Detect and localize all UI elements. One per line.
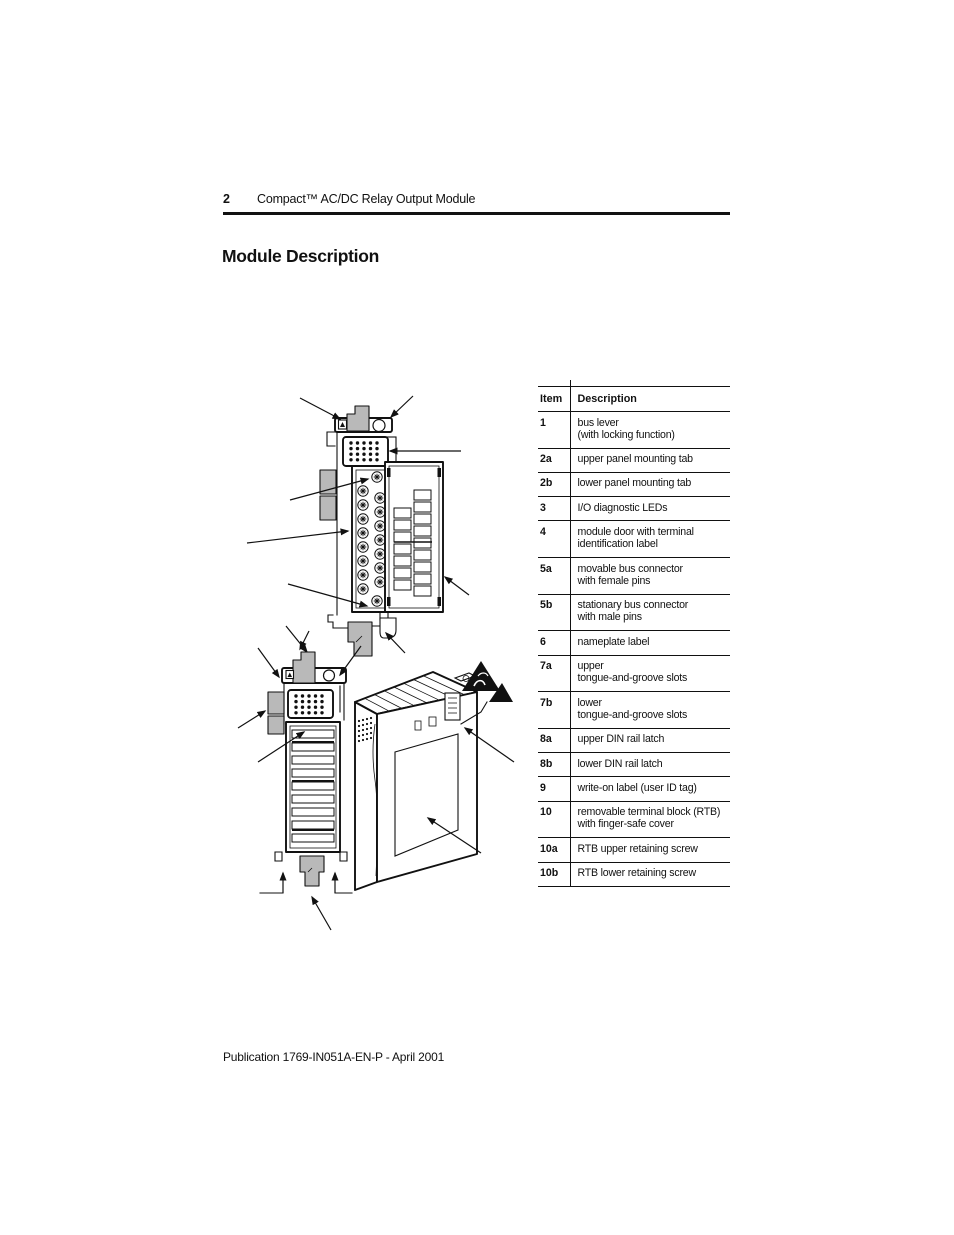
upper-panel-mounting-tab — [326, 431, 336, 447]
item-cell: 10a — [540, 842, 558, 855]
side-3d-view-diagram — [354, 661, 515, 891]
item-cell: 8b — [540, 757, 553, 770]
movable-bus-connector — [319, 469, 337, 495]
description-cell: upper tongue-and-groove slots — [569, 655, 730, 692]
lower-din-rail-latch — [347, 621, 373, 657]
movable-bus-connector — [267, 691, 285, 715]
write-on-label — [394, 733, 459, 857]
item-cell: 2b — [540, 477, 553, 490]
description-cell: lower panel mounting tab — [569, 472, 730, 497]
section-title: Module Description — [222, 246, 379, 266]
description-cell: write-on label (user ID tag) — [569, 776, 730, 802]
description-cell: bus lever (with locking function) — [569, 411, 730, 449]
item-cell: 6 — [540, 635, 546, 648]
mounting-hole — [322, 669, 336, 682]
mounting-hole — [372, 418, 386, 433]
table-row: 10 removable terminal block (RTB) with fi… — [538, 801, 730, 838]
stationary-bus-connector — [444, 692, 461, 721]
callout-arrow — [426, 817, 482, 854]
document-title: Compact™ AC/DC Relay Output Module — [257, 192, 476, 206]
description-cell: lower tongue-and-groove slots — [569, 691, 730, 729]
description-cell: stationary bus connector with male pins — [569, 594, 730, 631]
callout-arrow — [299, 630, 310, 651]
description-cell: module door with terminal identification… — [569, 520, 730, 558]
description-cell: lower DIN rail latch — [569, 752, 730, 777]
item-cell: 8a — [540, 733, 552, 746]
item-cell: 10b — [540, 867, 559, 880]
table-row: 8b lower DIN rail latch — [538, 752, 730, 777]
module-description-figure — [237, 395, 515, 931]
item-column-header: Item — [540, 393, 563, 405]
callout-arrow — [246, 528, 350, 544]
table-row: 7a upper tongue-and-groove slots — [538, 655, 730, 692]
table-row: 2a upper panel mounting tab — [538, 448, 730, 473]
callout-arrow — [311, 895, 332, 931]
callout-arrow — [257, 731, 306, 763]
publication-footer: Publication 1769-IN051A-EN-P - April 200… — [223, 1050, 445, 1064]
table-row: 1 bus lever (with locking function) — [538, 411, 730, 449]
bus-lever — [292, 651, 316, 684]
lower-din-rail-latch — [299, 855, 325, 887]
description-cell: upper panel mounting tab — [569, 448, 730, 473]
item-cell: 5b — [540, 599, 553, 612]
parts-table-body: 1 bus lever (with locking function) 2a uppe… — [538, 411, 730, 887]
esd-warning-icon — [462, 661, 513, 702]
io-diagnostic-leds — [357, 716, 373, 743]
header-rule — [223, 212, 730, 215]
description-cell: removable terminal block (RTB) with fing… — [569, 801, 730, 838]
item-cell: 7b — [540, 696, 553, 709]
front-open-view-diagram — [246, 395, 470, 657]
callout-arrow — [384, 631, 406, 654]
table-row: 4 module door with terminal identificatio… — [538, 520, 730, 558]
rtb-upper-retaining-screw — [371, 471, 383, 483]
item-cell: 7a — [540, 660, 552, 673]
table-row: 5a movable bus connector with female pins — [538, 557, 730, 595]
item-cell: 10 — [540, 806, 552, 819]
callout-arrow — [389, 395, 414, 419]
table-column-divider-tick — [570, 380, 571, 386]
parts-table: Item Description 1 bus lever (with lockin… — [538, 386, 730, 887]
callout-arrow — [339, 645, 362, 677]
item-cell: 3 — [540, 501, 546, 514]
table-row: 7b lower tongue-and-groove slots — [538, 691, 730, 729]
table-header-row: Item Description — [538, 386, 730, 412]
description-cell: upper DIN rail latch — [569, 728, 730, 753]
table-row: 6 nameplate label — [538, 630, 730, 656]
item-cell: 1 — [540, 416, 546, 429]
front-closed-view-diagram — [237, 630, 362, 931]
item-cell: 4 — [540, 525, 546, 538]
callout-arrow — [285, 625, 308, 654]
table-row: 2b lower panel mounting tab — [538, 472, 730, 497]
callout-arrow — [257, 647, 280, 679]
description-cell: I/O diagnostic LEDs — [569, 496, 730, 521]
description-column-header: Description — [569, 386, 730, 412]
item-cell: 9 — [540, 781, 546, 794]
bus-lever — [346, 405, 370, 432]
description-cell: movable bus connector with female pins — [569, 557, 730, 595]
callout-arrow — [287, 583, 369, 608]
led-panel — [342, 436, 389, 467]
callout-arrow — [463, 727, 515, 763]
table-row: 10b RTB lower retaining screw — [538, 862, 730, 887]
rtb-lower-retaining-screw — [371, 595, 383, 607]
description-cell: RTB lower retaining screw — [569, 862, 730, 887]
table-row: 8a upper DIN rail latch — [538, 728, 730, 753]
item-cell: 2a — [540, 453, 552, 466]
table-row: 5b stationary bus connector with male pin… — [538, 594, 730, 631]
table-row: 3 I/O diagnostic LEDs — [538, 496, 730, 521]
callout-arrow — [237, 710, 267, 729]
item-cell: 5a — [540, 562, 552, 575]
callout-arrow — [299, 397, 342, 420]
description-cell: RTB upper retaining screw — [569, 837, 730, 863]
table-row: 10a RTB upper retaining screw — [538, 837, 730, 863]
callout-arrow — [443, 576, 470, 596]
table-row: 9 write-on label (user ID tag) — [538, 776, 730, 802]
description-cell: nameplate label — [569, 630, 730, 656]
page-number: 2 — [223, 192, 230, 206]
terminal-identification-label — [393, 489, 432, 597]
callout-arrow — [289, 477, 370, 501]
